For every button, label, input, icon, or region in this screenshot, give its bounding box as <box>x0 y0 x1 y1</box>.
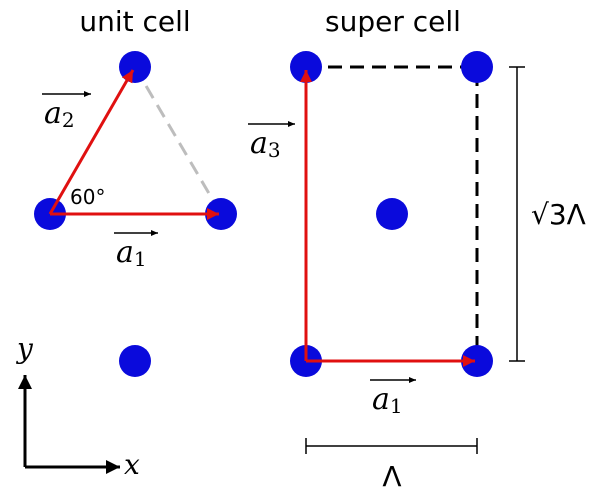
super-cell-dashed-edge <box>306 65 479 361</box>
atom-right <box>205 198 237 230</box>
vector-a2-arrow <box>48 69 135 215</box>
a1-super-label-base: a <box>372 382 390 417</box>
super-cell-title: super cell <box>325 5 461 38</box>
a3-label: a3 <box>250 126 281 162</box>
a1-label-base: a <box>116 235 134 270</box>
angle-label: 60° <box>70 185 105 209</box>
super-atom-center <box>376 198 408 230</box>
a1-super-label: a1 <box>372 382 403 418</box>
a1-label: a1 <box>116 235 147 271</box>
atom-top <box>119 51 151 83</box>
height-label: √3Λ <box>531 198 586 231</box>
super-atom-bottom-right <box>461 345 493 377</box>
unit-cell-title: unit cell <box>79 5 190 38</box>
a3-label-sub: 3 <box>268 138 281 162</box>
a1-label-sub: 1 <box>134 247 147 271</box>
atom-bottom <box>119 345 151 377</box>
a3-label-base: a <box>250 126 268 161</box>
unit-cell-dashed-edge <box>133 66 223 215</box>
a1-super-label-sub: 1 <box>390 394 403 418</box>
a2-label-base: a <box>44 96 62 131</box>
x-axis-label: x <box>124 448 140 481</box>
a2-label: a2 <box>44 96 75 132</box>
a2-label-sub: 2 <box>62 108 75 132</box>
super-atom-top-right <box>461 51 493 83</box>
width-label: Λ <box>382 460 401 493</box>
y-axis-label: y <box>15 332 34 365</box>
super-atom-top-left <box>290 51 322 83</box>
